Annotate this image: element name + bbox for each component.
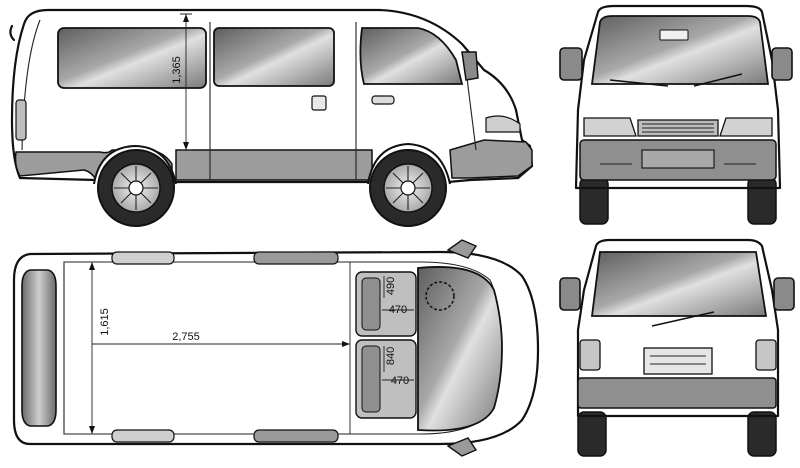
side-view: 1,365 — [9, 8, 534, 227]
front-license-plate — [641, 149, 715, 169]
top-view: 1,615 2,755 490 470 840 470 — [12, 239, 540, 457]
side-door-handle — [371, 95, 395, 105]
rear-license-plate — [643, 347, 713, 375]
rear-right-mirror — [773, 277, 795, 311]
top-rail-lower-rear — [111, 429, 175, 443]
height-label: 1,365 — [171, 56, 183, 84]
rear-wiper — [651, 311, 715, 327]
top-body — [12, 250, 540, 446]
front-wiper — [609, 73, 743, 87]
width-label: 1,615 — [99, 308, 111, 336]
front-body — [574, 4, 782, 190]
side-front-bumper — [449, 139, 533, 179]
top-rail-upper-front — [253, 251, 339, 265]
rear-body — [576, 238, 780, 418]
front-left-headlamp — [583, 117, 637, 137]
side-rear-window — [57, 27, 207, 89]
front-wheel — [369, 149, 447, 227]
side-mirror — [461, 51, 479, 81]
front-right-tire — [747, 177, 777, 225]
front-seat-upper — [355, 271, 417, 337]
top-mirror-upper — [446, 239, 478, 259]
top-rear-glass — [21, 269, 57, 427]
steering-wheel — [425, 281, 455, 311]
front-right-mirror — [771, 47, 793, 81]
front-seat-lower — [355, 339, 417, 419]
width-dimension: 1,615 — [89, 262, 111, 434]
side-middle-window — [213, 27, 335, 87]
height-dimension: 1,365 — [171, 13, 192, 151]
front-visor-sticker — [659, 29, 689, 41]
side-headlamp — [485, 115, 521, 133]
front-left-tire — [579, 177, 609, 225]
rear-view — [559, 238, 795, 457]
rear-left-lamp — [579, 339, 601, 371]
top-mirror-lower — [446, 437, 478, 457]
side-front-window — [359, 27, 464, 85]
side-lower-panel-mid — [175, 149, 373, 181]
seat-lower-depth-label: 840 — [385, 347, 397, 365]
side-rear-lamp — [15, 99, 27, 141]
top-windshield — [417, 266, 503, 432]
rear-left-tire — [577, 411, 607, 457]
length-label: 2,755 — [172, 331, 200, 343]
rear-right-tire — [747, 411, 777, 457]
fuel-cap — [311, 95, 327, 111]
length-dimension: 2,755 — [92, 262, 351, 434]
top-rail-upper-rear — [111, 251, 175, 265]
rear-window — [590, 251, 768, 317]
front-left-mirror — [559, 47, 583, 81]
rear-right-lamp — [755, 339, 777, 371]
front-view — [559, 4, 793, 225]
seat-dimensions: 490 470 840 470 — [382, 276, 414, 387]
front-windshield — [590, 15, 770, 85]
rear-wheel — [97, 149, 175, 227]
seat-upper-width-label: 470 — [389, 304, 407, 316]
seat-lower-width-label: 470 — [391, 375, 409, 387]
rear-bumper — [577, 377, 777, 409]
front-right-headlamp — [719, 117, 773, 137]
seat-upper-depth-label: 490 — [385, 277, 397, 295]
rear-left-mirror — [559, 277, 581, 311]
top-rail-lower-front — [253, 429, 339, 443]
